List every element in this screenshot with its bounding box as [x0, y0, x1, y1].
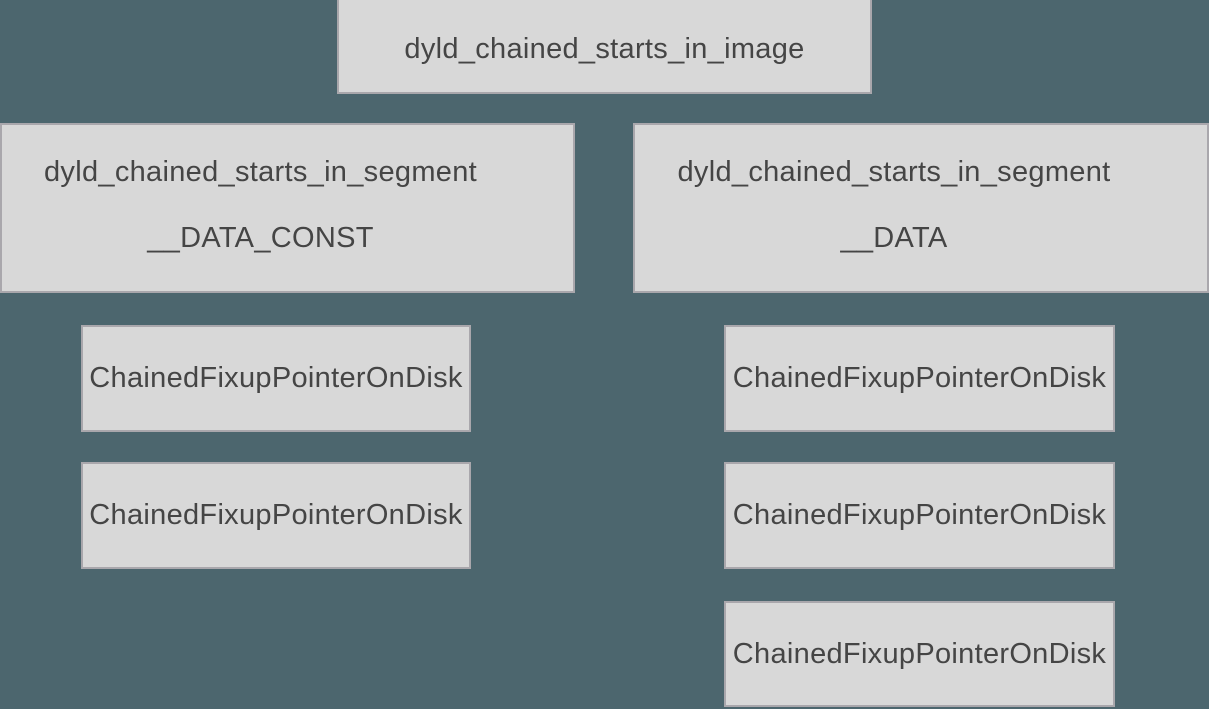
segment-name-label: __DATA — [840, 222, 948, 254]
segment-box-data: dyld_chained_starts_in_segment __DATA — [633, 123, 1209, 293]
pointer-box-label: ChainedFixupPointerOnDisk — [732, 499, 1107, 531]
segment-struct-title: dyld_chained_starts_in_segment — [677, 156, 1111, 188]
segment-name-label: __DATA_CONST — [147, 222, 374, 254]
pointer-box: ChainedFixupPointerOnDisk — [81, 462, 471, 569]
segment-struct-title: dyld_chained_starts_in_segment — [44, 156, 477, 188]
root-struct-label: dyld_chained_starts_in_image — [404, 32, 805, 65]
root-struct-box: dyld_chained_starts_in_image — [337, 0, 872, 94]
pointer-box-label: ChainedFixupPointerOnDisk — [89, 362, 463, 394]
pointer-box-label: ChainedFixupPointerOnDisk — [89, 499, 463, 531]
segment-box-data-const: dyld_chained_starts_in_segment __DATA_CO… — [0, 123, 575, 293]
pointer-box-label: ChainedFixupPointerOnDisk — [732, 362, 1107, 394]
pointer-box: ChainedFixupPointerOnDisk — [724, 325, 1115, 432]
pointer-box: ChainedFixupPointerOnDisk — [724, 462, 1115, 569]
pointer-box-label: ChainedFixupPointerOnDisk — [732, 637, 1107, 670]
pointer-box: ChainedFixupPointerOnDisk — [724, 601, 1115, 707]
pointer-box: ChainedFixupPointerOnDisk — [81, 325, 471, 432]
